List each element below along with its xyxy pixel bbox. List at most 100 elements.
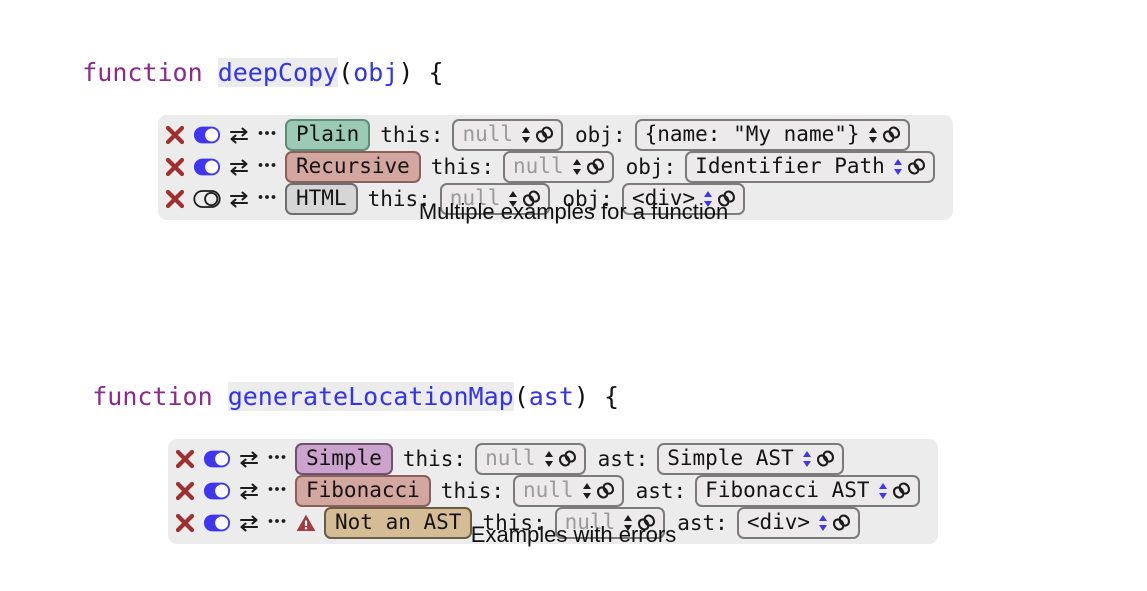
- delete-icon[interactable]: [164, 188, 186, 210]
- spinner-icon[interactable]: [892, 157, 904, 176]
- example-row[interactable]: Not an AST this: null ast: <div>: [174, 507, 932, 539]
- swap-icon[interactable]: [238, 448, 260, 470]
- arg-label-this: this:: [380, 123, 444, 147]
- delete-icon[interactable]: [164, 124, 186, 146]
- swap-icon[interactable]: [228, 156, 250, 178]
- swap-icon[interactable]: [228, 188, 250, 210]
- toggle-on-icon[interactable]: [203, 448, 231, 470]
- ellipsis-icon[interactable]: [267, 481, 287, 501]
- spinner-icon[interactable]: [702, 189, 714, 208]
- arg-value-this[interactable]: null: [554, 507, 666, 539]
- arg-value-obj[interactable]: <div>: [621, 183, 746, 215]
- delete-icon[interactable]: [164, 156, 186, 178]
- arg-label-this: this:: [430, 155, 495, 179]
- arg-value-this[interactable]: null: [503, 151, 614, 183]
- arg-value-text: <div>: [631, 186, 696, 210]
- arg-label-ast: ast:: [677, 511, 728, 535]
- spinner-icon[interactable]: [571, 157, 583, 176]
- swap-icon[interactable]: [238, 480, 260, 502]
- arg-value-ast[interactable]: Fibonacci AST: [695, 475, 920, 507]
- arg-label-obj: obj:: [625, 155, 677, 179]
- link-icon[interactable]: [596, 481, 615, 500]
- ellipsis-icon[interactable]: [257, 125, 277, 145]
- toggle-on-icon[interactable]: [203, 480, 231, 502]
- ellipsis-icon[interactable]: [267, 513, 287, 533]
- link-icon[interactable]: [522, 189, 541, 208]
- function-name[interactable]: deepCopy: [217, 58, 339, 87]
- link-icon[interactable]: [832, 513, 851, 532]
- warning-triangle-icon[interactable]: [295, 512, 317, 534]
- delete-icon[interactable]: [174, 448, 196, 470]
- spinner-icon[interactable]: [877, 481, 889, 500]
- examples-panel: Simple this: null ast: Simple AST: [168, 439, 938, 544]
- function-param[interactable]: ast: [528, 382, 574, 411]
- arg-value-obj[interactable]: {name: "My name"}: [634, 119, 910, 151]
- example-name-pill[interactable]: Recursive: [285, 151, 421, 183]
- link-icon[interactable]: [558, 449, 577, 468]
- toggle-on-icon[interactable]: [193, 124, 221, 146]
- ellipsis-icon[interactable]: [257, 189, 277, 209]
- example-block-deepCopy: function deepCopy(obj) { Plain this:: [22, 28, 953, 220]
- arg-value-obj[interactable]: Identifier Path: [685, 151, 935, 183]
- arg-label-this: this:: [440, 479, 505, 503]
- caption-block-2: Examples with errors: [470, 522, 677, 547]
- spinner-icon[interactable]: [543, 449, 555, 468]
- arg-value-text: {name: "My name"}: [644, 122, 860, 146]
- link-icon[interactable]: [637, 513, 656, 532]
- arg-label-ast: ast:: [597, 447, 649, 471]
- spinner-icon[interactable]: [520, 125, 532, 144]
- link-icon[interactable]: [892, 481, 911, 500]
- link-icon[interactable]: [882, 125, 901, 144]
- swap-icon[interactable]: [228, 124, 250, 146]
- example-name-pill[interactable]: Simple: [295, 443, 393, 475]
- link-icon[interactable]: [816, 449, 835, 468]
- example-name-pill[interactable]: Plain: [285, 119, 371, 151]
- arg-value-text: null: [523, 478, 574, 502]
- arg-value-this[interactable]: null: [452, 119, 564, 151]
- open-brace: {: [588, 382, 620, 411]
- arg-label-obj: obj:: [562, 187, 613, 211]
- example-row[interactable]: HTML this: null obj: <div>: [164, 183, 947, 215]
- keyword-function: function: [82, 58, 203, 87]
- ellipsis-icon[interactable]: [267, 449, 287, 469]
- toggle-off-icon[interactable]: [193, 188, 221, 210]
- spinner-icon[interactable]: [622, 513, 634, 532]
- arg-value-text: null: [564, 510, 616, 534]
- arg-value-text: null: [513, 154, 564, 178]
- delete-icon[interactable]: [174, 512, 196, 534]
- example-row[interactable]: Simple this: null ast: Simple AST: [174, 443, 932, 475]
- example-name-pill[interactable]: Not an AST: [324, 507, 473, 539]
- link-icon[interactable]: [907, 157, 926, 176]
- arg-value-ast[interactable]: <div>: [736, 507, 861, 539]
- delete-icon[interactable]: [174, 480, 196, 502]
- examples-panel: Plain this: null obj: {name: "My name"}: [158, 115, 953, 220]
- function-name[interactable]: generateLocationMap: [227, 382, 514, 411]
- spinner-icon[interactable]: [801, 449, 813, 468]
- swap-icon[interactable]: [238, 512, 260, 534]
- example-row[interactable]: Recursive this: null obj: Identifier Pat…: [164, 151, 947, 183]
- arg-value-this[interactable]: null: [513, 475, 624, 507]
- spinner-icon[interactable]: [817, 513, 829, 532]
- spinner-icon[interactable]: [581, 481, 593, 500]
- ellipsis-icon[interactable]: [257, 157, 277, 177]
- example-row[interactable]: Fibonacci this: null ast: Fibonacci AST: [174, 475, 932, 507]
- link-icon[interactable]: [535, 125, 554, 144]
- arg-value-text: <div>: [746, 510, 811, 534]
- example-row[interactable]: Plain this: null obj: {name: "My name"}: [164, 119, 947, 151]
- example-name-pill[interactable]: HTML: [285, 183, 358, 215]
- toggle-on-icon[interactable]: [203, 512, 231, 534]
- arg-value-this[interactable]: null: [475, 443, 586, 475]
- arg-value-ast[interactable]: Simple AST: [657, 443, 844, 475]
- spinner-icon[interactable]: [507, 189, 519, 208]
- function-param[interactable]: obj: [353, 58, 399, 87]
- toggle-on-icon[interactable]: [193, 156, 221, 178]
- arg-label-obj: obj:: [575, 123, 626, 147]
- link-icon[interactable]: [586, 157, 605, 176]
- arg-value-text: Simple AST: [667, 446, 794, 470]
- example-block-generateLocationMap: function generateLocationMap(ast) { Simp…: [32, 352, 938, 544]
- example-name-pill[interactable]: Fibonacci: [295, 475, 431, 507]
- arg-value-this[interactable]: null: [439, 183, 551, 215]
- link-icon[interactable]: [717, 189, 736, 208]
- spinner-icon[interactable]: [867, 125, 879, 144]
- caption-block-1: Multiple examples for a function: [418, 199, 729, 224]
